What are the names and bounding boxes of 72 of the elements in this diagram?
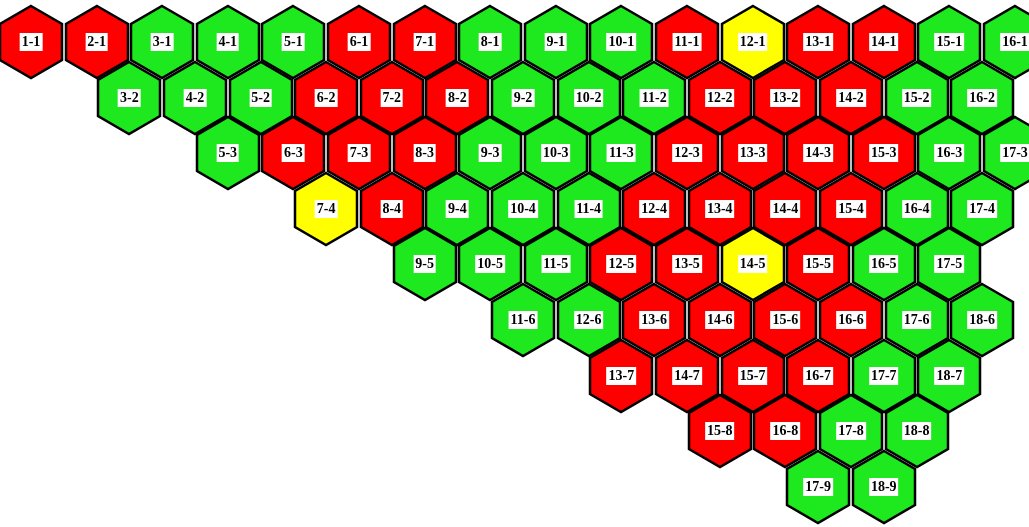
- tile-number: 6-1: [347, 33, 371, 51]
- hex-tile: [686, 393, 753, 470]
- hex-tile: [883, 393, 950, 470]
- tile-number: 7-3: [347, 144, 371, 163]
- hex-tile: [293, 170, 360, 247]
- tile-number: 14-1: [868, 33, 899, 51]
- tile-number: 16-6: [836, 311, 866, 329]
- tile-number: 15-6: [770, 311, 801, 329]
- hex-tile: [949, 170, 1016, 247]
- tile-number: 15-1: [934, 33, 965, 51]
- tile-number: 5-1: [282, 33, 305, 51]
- tile-number: 1-1: [19, 33, 43, 51]
- tile-number: 18-6: [967, 311, 997, 329]
- tile-number: 15-3: [868, 144, 899, 163]
- hex-tile: [654, 337, 720, 414]
- tile-number: 5-3: [216, 144, 240, 163]
- hex-tile: [752, 393, 819, 470]
- hex-tile: [358, 170, 425, 247]
- hex-tile: [162, 59, 228, 136]
- tile-number: 11-1: [672, 33, 702, 51]
- tile-number: 6-3: [282, 144, 305, 163]
- tile-number: 3-1: [150, 33, 174, 51]
- hex-tile: [588, 337, 655, 414]
- tile-number: 16-1: [1000, 33, 1029, 51]
- tile-number: 15-5: [803, 255, 833, 274]
- tile-number: 8-1: [478, 33, 502, 51]
- tile-number: 9-1: [544, 33, 568, 51]
- tile-number: 9-3: [478, 144, 502, 163]
- tile-number: 9-5: [413, 255, 436, 274]
- hex-tile: [490, 282, 556, 358]
- tile-number: 14-3: [803, 144, 833, 163]
- hex-tile: [850, 448, 917, 525]
- hex-tile: [555, 282, 622, 358]
- tile-number: 8-3: [413, 144, 436, 163]
- hex-tile: [916, 337, 983, 414]
- hex-tile: [457, 226, 524, 303]
- tile-number: 11-5: [541, 255, 571, 274]
- tile-number: 12-3: [672, 144, 702, 163]
- tile-number: 2-1: [85, 33, 108, 51]
- tile-number: 17-6: [901, 311, 932, 329]
- tile-number: 13-3: [737, 144, 768, 163]
- hex-tile: [0, 4, 64, 80]
- tile-number: 17-8: [836, 422, 866, 441]
- tile-number: 13-1: [803, 33, 833, 51]
- tile-number: 18-8: [901, 422, 932, 441]
- tile-number: 14-6: [704, 311, 735, 329]
- tile-number: 15-8: [704, 422, 735, 441]
- tile-number: 14-5: [737, 255, 768, 274]
- hex-tile: [63, 4, 130, 80]
- tile-number: 13-6: [639, 311, 669, 329]
- tile-number: 17-3: [1000, 144, 1029, 163]
- tile-number: 11-3: [606, 144, 636, 163]
- hex-tile: [785, 448, 852, 525]
- tile-number: 10-1: [606, 33, 637, 51]
- tile-number: 16-5: [868, 255, 899, 274]
- tile-number: 12-5: [606, 255, 637, 274]
- tile-number: 10-3: [540, 144, 571, 163]
- tile-number: 13-5: [672, 255, 702, 274]
- tile-number: 7-1: [413, 33, 436, 51]
- hex-tile: [949, 282, 1016, 358]
- tile-number: 12-1: [737, 33, 768, 51]
- tile-number: 16-8: [770, 422, 801, 441]
- hex-tile: [96, 59, 163, 136]
- tile-number: 17-5: [934, 255, 965, 274]
- hex-tile: [391, 226, 458, 303]
- tile-number: 10-5: [475, 255, 505, 274]
- tile-number: 11-6: [508, 311, 538, 329]
- tile-number: 16-3: [934, 144, 965, 163]
- tile-number: 12-6: [573, 311, 604, 329]
- tile-number: 4-1: [216, 33, 240, 51]
- hex-tile: [260, 115, 327, 192]
- hex-tile: [194, 115, 261, 192]
